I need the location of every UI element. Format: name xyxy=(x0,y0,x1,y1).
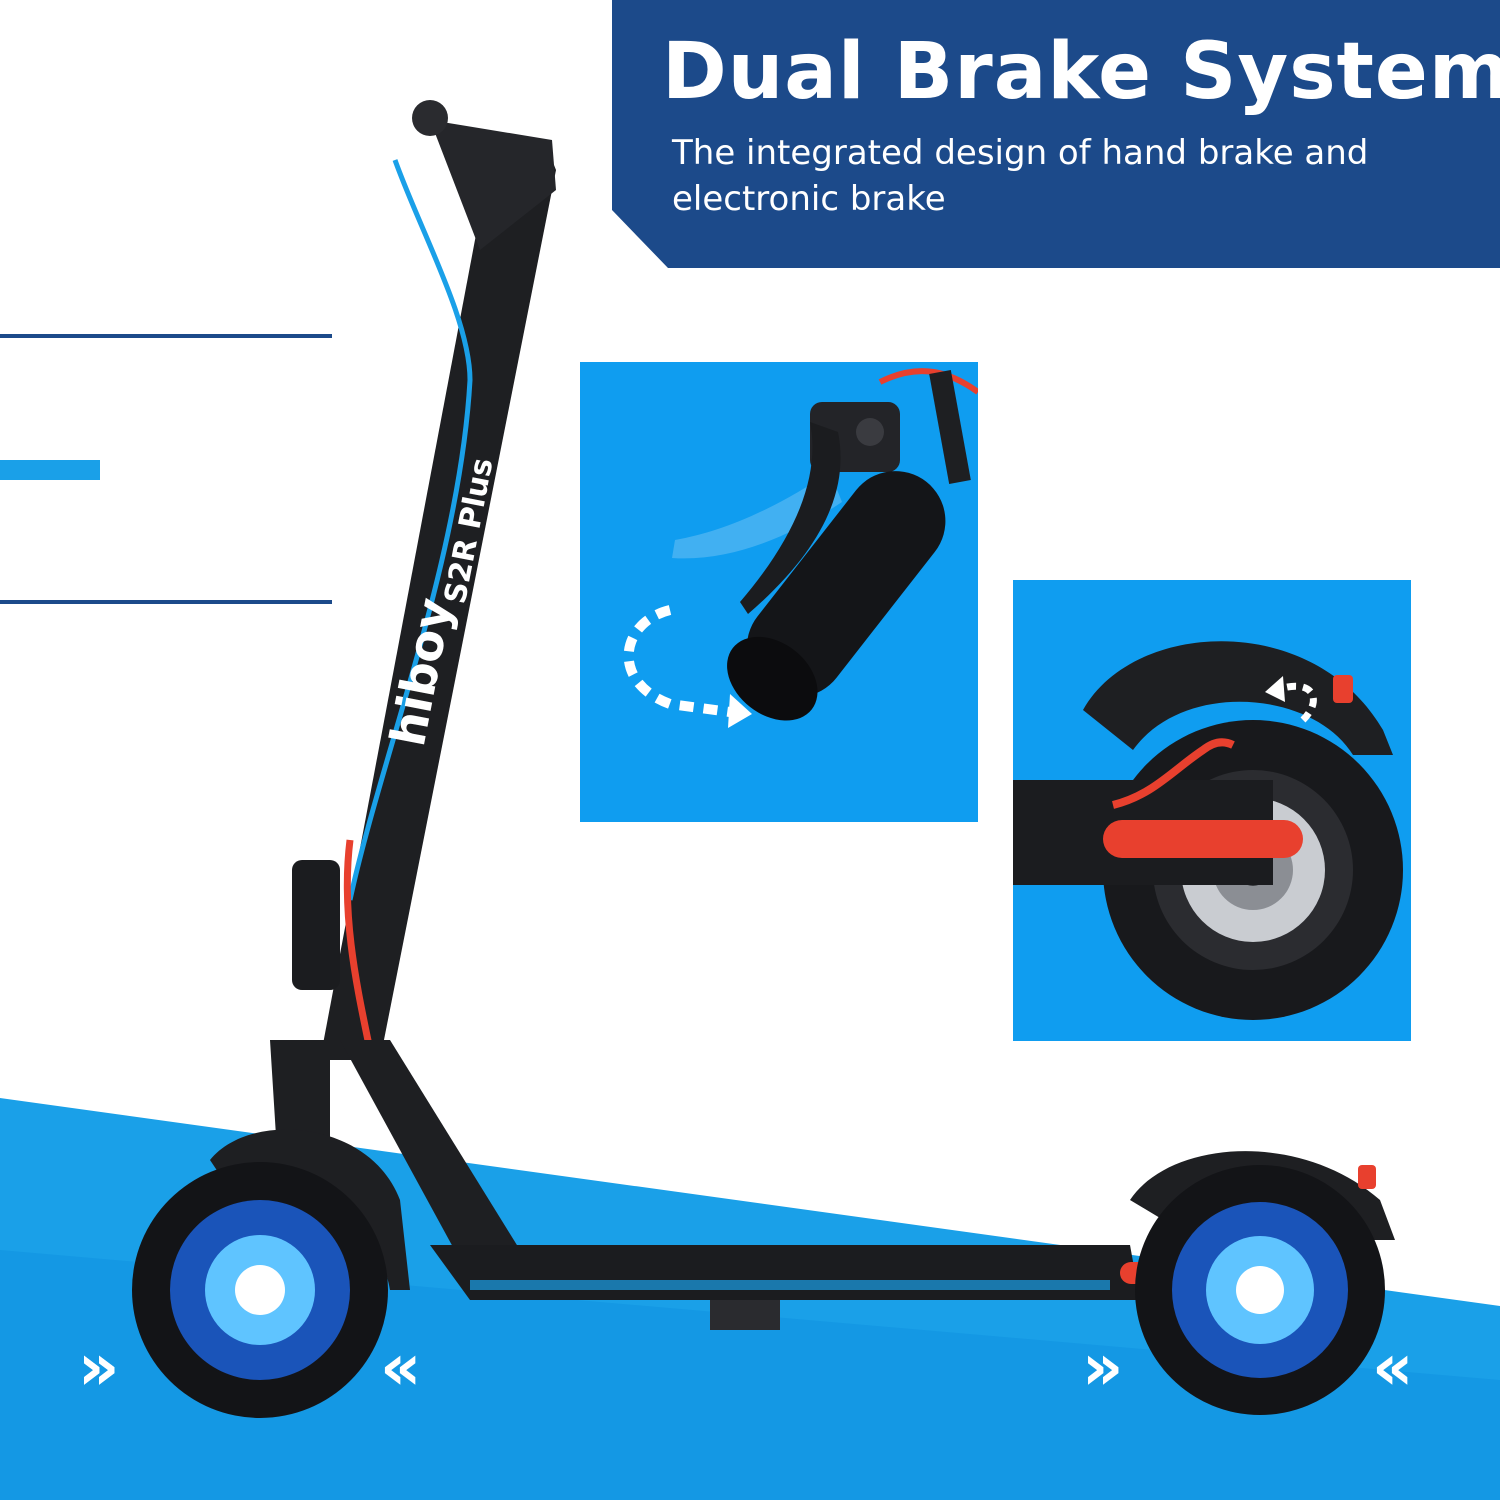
rear-brake-illustration xyxy=(1013,641,1403,1020)
banner-subtitle: The integrated design of hand brake and … xyxy=(672,133,1369,219)
rear-brake-detail-panel xyxy=(1013,580,1411,1041)
chevron-left-icon: « xyxy=(1372,1331,1413,1405)
title-banner xyxy=(612,0,1500,268)
scooter-deck xyxy=(430,1245,1140,1300)
chevron-right-icon: » xyxy=(1082,1331,1123,1405)
scooter-stem xyxy=(320,150,556,1060)
decor-line-bottom xyxy=(0,600,332,604)
hand-brake-illustration xyxy=(623,368,978,728)
chevron-right-icon: » xyxy=(78,1331,119,1405)
decor-line-accent xyxy=(0,460,100,480)
decor-line-top xyxy=(0,334,332,338)
banner-title: Dual Brake System xyxy=(662,27,1500,117)
chevron-left-icon: « xyxy=(380,1331,421,1405)
hand-brake-detail-panel xyxy=(580,362,978,822)
